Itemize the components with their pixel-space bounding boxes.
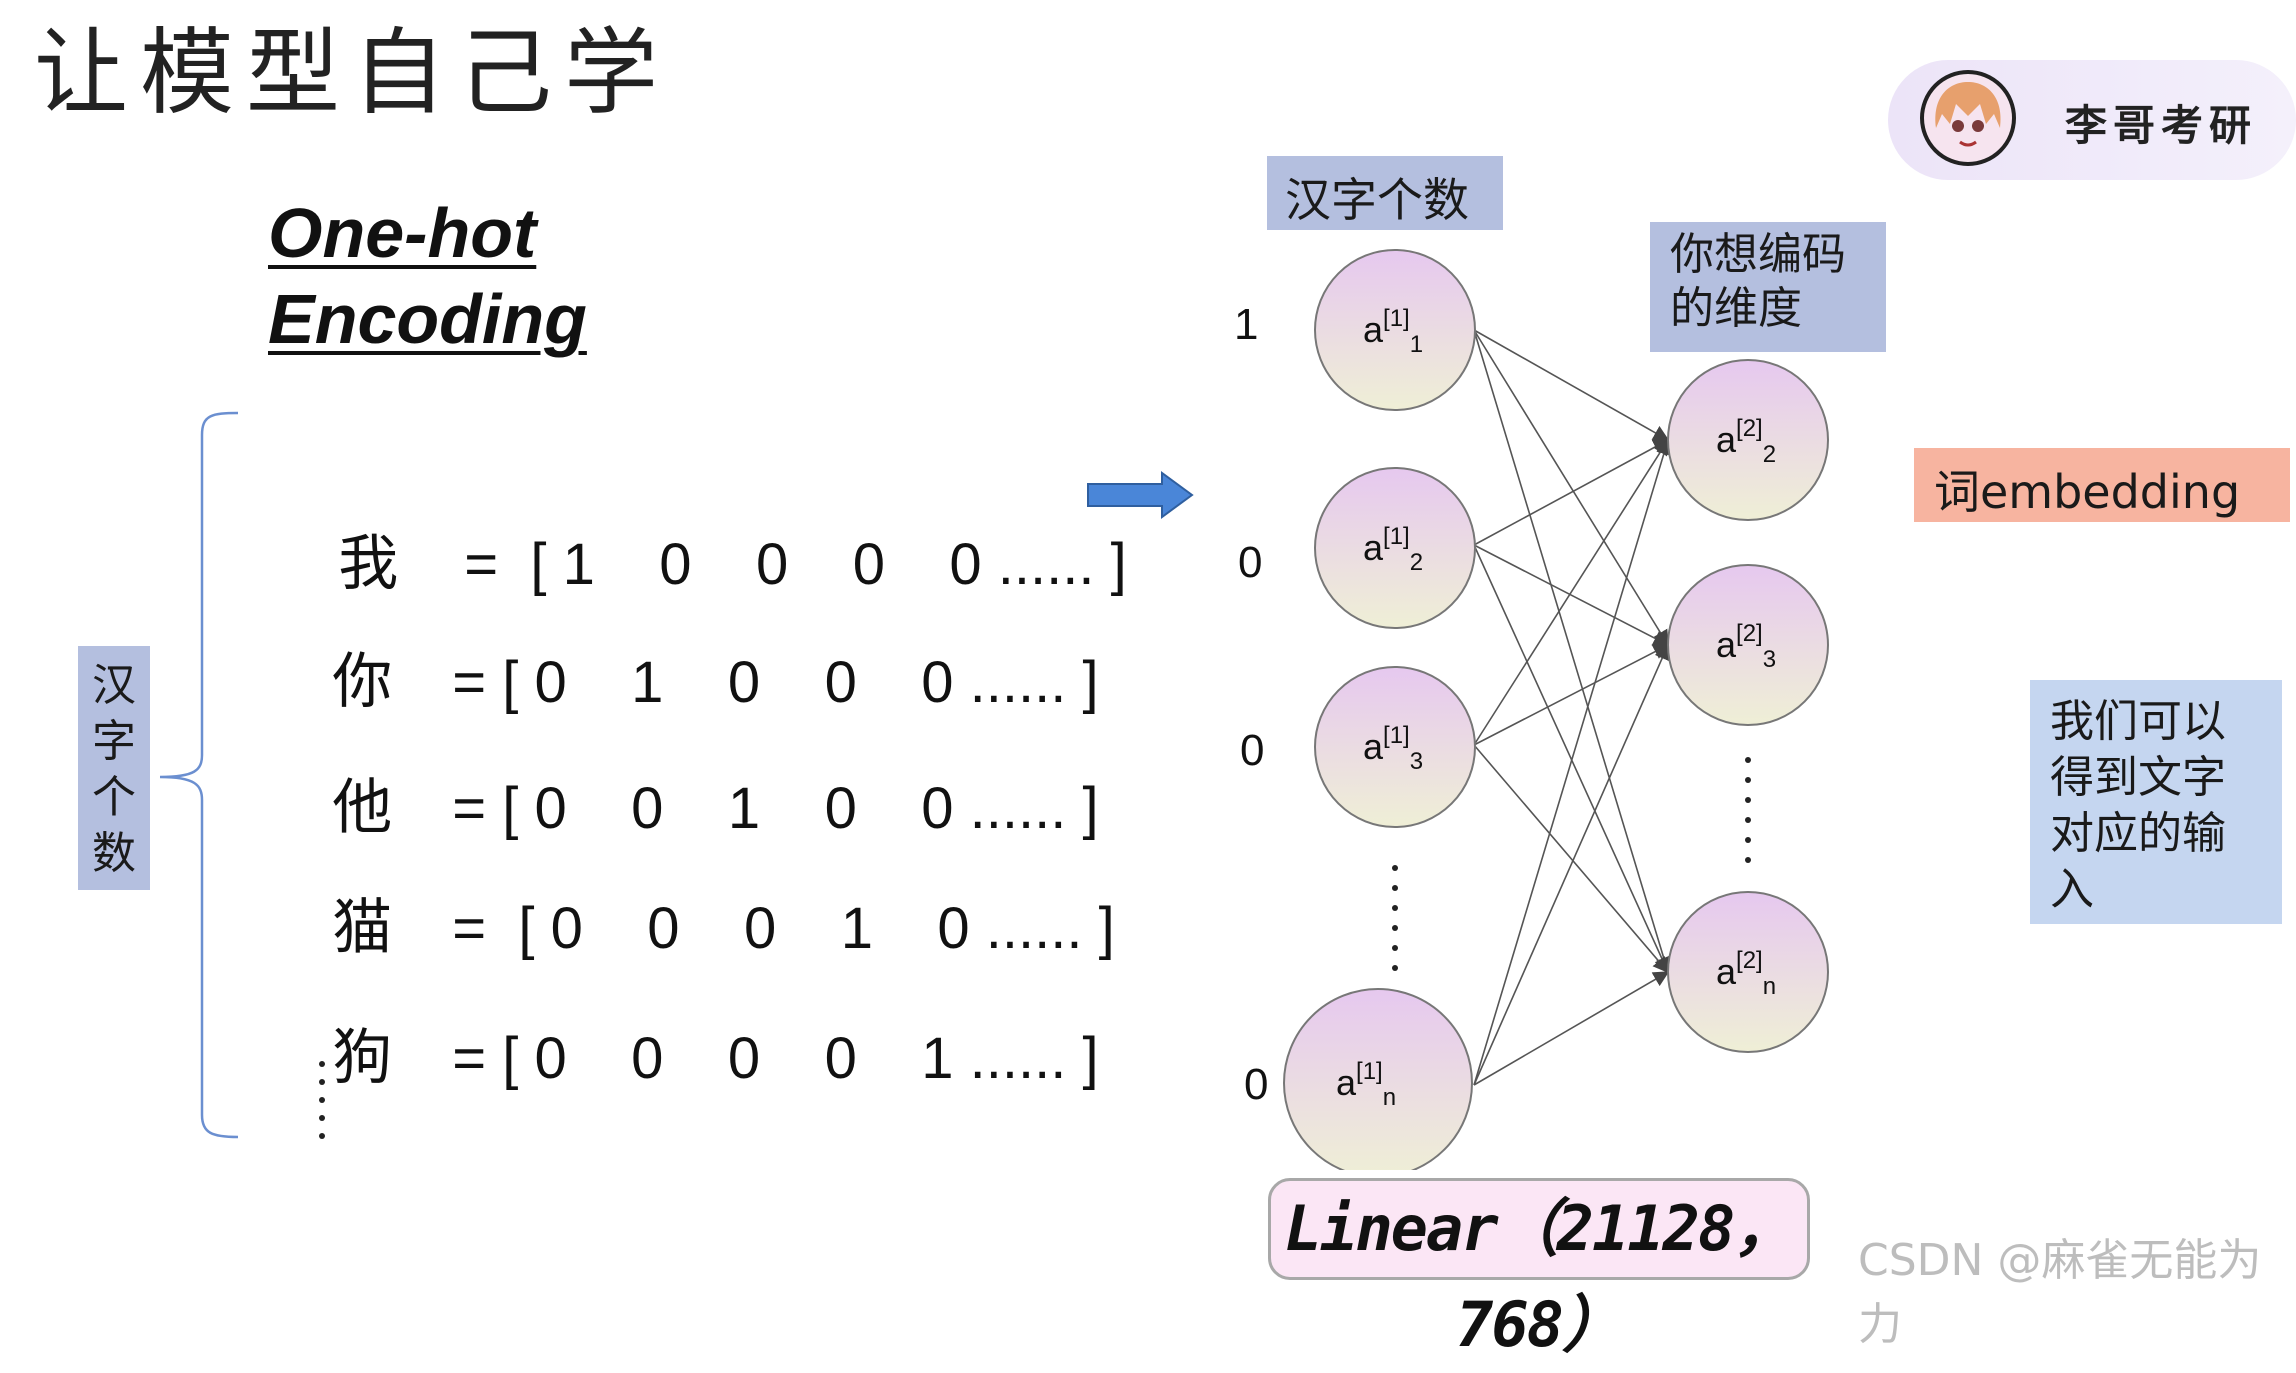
input-value: 1: [1234, 300, 1259, 349]
output-node: a[2]3: [1667, 564, 1829, 726]
input-continuation-dots: [1392, 865, 1398, 971]
svg-text:a[2]3: a[2]3: [1716, 620, 1776, 673]
left-brace: [159, 411, 239, 1139]
row-char: 他: [332, 773, 393, 843]
hidden-dim-line: 的维度: [1670, 283, 1802, 334]
input-value: 0: [1240, 726, 1265, 775]
note-line: 对应的输: [2050, 808, 2226, 859]
row-vector: = [ 1 0 0 0 0 ...... ]: [464, 532, 1127, 597]
vector-row: 我 = [ 1 0 0 0 0 ...... ]: [306, 448, 1127, 602]
input-node: a[1]2: [1314, 467, 1476, 629]
page-title: 让模型自己学: [34, 19, 671, 128]
word-embedding-label: 词embedding: [1914, 448, 2290, 522]
hidden-dim-label: 你想编码 的维度: [1650, 222, 1886, 352]
note-line: 我们可以: [2050, 696, 2226, 747]
note-line: 入: [2050, 864, 2094, 915]
rows-continuation-dots: [319, 1061, 325, 1139]
linear-layer-label: Linear（21128，768）: [1268, 1178, 1810, 1361]
svg-text:a[1]2: a[1]2: [1363, 523, 1423, 576]
row-char: 猫: [332, 893, 393, 963]
one-hot-line: One-hot: [268, 194, 537, 272]
hidden-dim-line: 你想编码: [1670, 229, 1846, 280]
input-value: 0: [1244, 1060, 1269, 1109]
blue-arrow-icon: [1087, 471, 1194, 519]
side-label-char-count: 汉字个数: [78, 646, 150, 890]
output-continuation-dots: [1745, 757, 1751, 863]
output-node: a[2]n: [1667, 891, 1829, 1053]
note-box: 我们可以 得到文字 对应的输 入: [2030, 680, 2282, 924]
row-vector: = [ 0 1 0 0 0 ...... ]: [452, 650, 1099, 715]
input-node: a[1]n: [1283, 988, 1473, 1170]
neural-network-diagram: a[1]1 a[1]2 a[1]3 a[1]n a[2]2 a[2]3 a[2]…: [1283, 249, 1829, 1170]
svg-text:a[2]2: a[2]2: [1716, 415, 1776, 468]
row-vector: = [ 0 0 0 1 0 ...... ]: [452, 896, 1115, 961]
row-vector: = [ 0 0 1 0 0 ...... ]: [452, 776, 1099, 841]
note-line: 得到文字: [2050, 752, 2226, 803]
watermark: CSDN @麻雀无能为力: [1858, 1235, 2262, 1350]
output-node: a[2]2: [1667, 359, 1829, 521]
input-node: a[1]3: [1314, 666, 1476, 828]
row-char: 你: [332, 647, 393, 717]
vector-row: 猫 = [ 0 0 0 1 0 ...... ]: [300, 812, 1115, 966]
vector-row: 你 = [ 0 1 0 0 0 ...... ]: [300, 566, 1099, 720]
input-size-label: 汉字个数: [1267, 156, 1503, 230]
encoding-line: Encoding: [268, 280, 587, 358]
svg-text:a[1]1: a[1]1: [1363, 305, 1423, 358]
author-name: 李哥考研: [2065, 101, 2258, 150]
input-value: 0: [1238, 538, 1263, 587]
input-node: a[1]1: [1314, 249, 1476, 411]
avatar: [1920, 70, 2016, 166]
vector-row: 狗 = [ 0 0 0 0 1 ...... ]: [300, 942, 1099, 1096]
vector-row: 他 = [ 0 0 1 0 0 ...... ]: [300, 692, 1099, 846]
svg-text:a[2]n: a[2]n: [1716, 947, 1776, 1000]
one-hot-encoding-heading: One-hot Encoding: [268, 190, 587, 362]
row-vector: = [ 0 0 0 0 1 ...... ]: [452, 1026, 1099, 1091]
svg-text:a[1]n: a[1]n: [1336, 1058, 1396, 1111]
connections: [1473, 329, 1672, 1086]
row-char: 我: [338, 529, 399, 599]
svg-text:a[1]3: a[1]3: [1363, 722, 1423, 775]
row-char: 狗: [332, 1023, 393, 1093]
